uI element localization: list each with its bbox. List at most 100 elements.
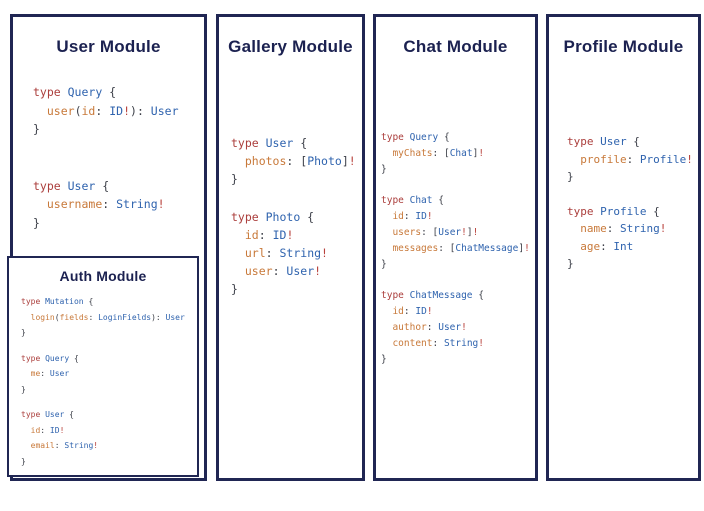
code-token: Chat: [409, 195, 433, 206]
code-line: id: ID!: [381, 209, 530, 225]
code-token: [21, 313, 31, 322]
code-token: !: [426, 211, 433, 222]
code-token: [381, 211, 392, 222]
code-line: myChats: [Chat]!: [381, 146, 530, 162]
code-token: String: [279, 246, 322, 260]
code-line: id: ID!: [21, 423, 185, 439]
code-token: type: [21, 297, 46, 306]
code-token: }: [381, 259, 387, 270]
code-line: type ChatMessage {: [381, 288, 530, 304]
code-token: {: [102, 85, 117, 99]
code-token: :: [40, 369, 50, 378]
code-token: !: [93, 441, 99, 450]
code-token: :: [265, 246, 280, 260]
code-line: }: [231, 170, 356, 188]
code-block: type User { photos: [Photo]!}: [231, 134, 356, 188]
code-token: login: [30, 312, 55, 322]
code-token: type: [33, 178, 68, 193]
code-token: [567, 153, 580, 166]
chat-module-title: Chat Module: [403, 37, 508, 56]
code-token: :: [258, 228, 273, 242]
user-module-title: User Module: [56, 37, 161, 56]
auth-module-code: type Mutation { login(fields: LoginField…: [21, 294, 185, 479]
code-token: id: [30, 425, 41, 435]
code-token: messages: [392, 243, 439, 254]
code-token: User: [438, 322, 462, 333]
code-line: }: [21, 382, 185, 398]
code-line: messages: [ChatMessage]!: [381, 241, 529, 257]
code-line: photos: [Photo]!: [231, 152, 356, 170]
code-line: name: String!: [567, 220, 693, 238]
code-token: [231, 228, 245, 242]
code-token: User: [45, 410, 65, 419]
code-token: }: [21, 328, 26, 337]
code-token: url: [244, 246, 266, 260]
code-line: id: ID!: [381, 304, 530, 320]
code-line: login(fields: LoginFields): User: [21, 310, 185, 326]
code-line: type Chat {: [381, 193, 530, 209]
code-token: [21, 369, 31, 378]
code-token: !: [348, 154, 356, 168]
code-token: type: [381, 195, 410, 206]
code-token: {: [472, 290, 484, 301]
code-token: !: [478, 148, 485, 159]
code-token: :: [88, 312, 99, 322]
code-block: type Profile { name: String! age: Int}: [567, 203, 693, 273]
gallery-module-title: Gallery Module: [228, 37, 353, 56]
code-token: myChats: [392, 148, 433, 159]
code-line: type Photo {: [231, 208, 356, 226]
code-line: }: [33, 120, 179, 139]
code-token: ChatMessage: [409, 290, 473, 301]
code-token: }: [33, 215, 40, 230]
code-token: type: [567, 135, 601, 148]
code-line: username: String!: [33, 195, 179, 214]
code-token: User: [286, 264, 315, 278]
code-token: {: [646, 204, 660, 218]
code-line: email: String!: [21, 438, 185, 454]
code-token: !: [461, 227, 467, 238]
profile-module-title: Profile Module: [563, 37, 684, 56]
user-module-code: type Query { user(id: ID!): User}type Us…: [33, 83, 179, 270]
code-token: !: [157, 197, 165, 211]
code-token: Query: [45, 353, 70, 363]
code-token: [381, 243, 392, 254]
code-token: [231, 154, 245, 168]
code-block: type Mutation { login(fields: LoginField…: [21, 294, 185, 341]
code-token: ID: [415, 306, 427, 317]
code-token: id: [392, 306, 404, 317]
code-block: type Chat { id: ID! users: [User!]! mess…: [381, 193, 530, 273]
code-line: type Query {: [21, 351, 185, 367]
code-token: ID: [109, 103, 124, 118]
code-token: ]: [518, 243, 525, 254]
code-token: users: [392, 227, 422, 238]
code-token: {: [83, 297, 94, 306]
gallery-module-code: type User { photos: [Photo]!} type Photo …: [231, 134, 356, 318]
code-line: users: [User!]!: [381, 225, 530, 241]
code-token: User: [49, 369, 70, 378]
code-token: ChatMessage: [455, 243, 519, 254]
code-token: author: [392, 322, 427, 333]
code-block: type Photo { id: ID! url: String! user: …: [231, 208, 356, 298]
code-token: }: [381, 354, 387, 365]
code-token: type: [21, 353, 46, 363]
code-token: {: [300, 210, 315, 224]
code-token: User: [165, 312, 185, 322]
code-token: [: [300, 154, 308, 168]
code-token: :: [606, 222, 620, 235]
code-token: [381, 322, 392, 333]
profile-module-code: type User { profile: Profile!}type Profi…: [567, 133, 693, 290]
code-token: email: [30, 441, 55, 450]
code-token: !: [286, 228, 294, 242]
code-token: String: [443, 338, 479, 349]
code-token: :: [272, 264, 287, 278]
code-token: }: [567, 257, 574, 270]
code-token: photos: [244, 154, 287, 168]
code-token: User: [438, 227, 462, 238]
code-line: me: User: [21, 366, 185, 382]
code-token: }: [231, 172, 238, 186]
code-token: Chat: [449, 148, 473, 159]
code-token: user: [244, 264, 273, 278]
code-line: }: [567, 168, 693, 186]
code-token: :: [626, 152, 640, 166]
